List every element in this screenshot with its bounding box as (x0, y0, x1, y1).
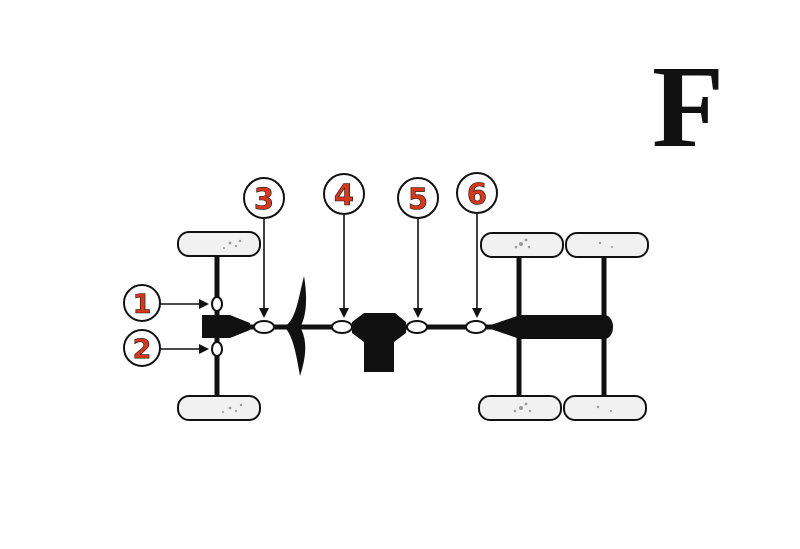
callout-3-circle (243, 177, 285, 219)
front-right-tire (177, 395, 261, 421)
callout-2-label: 2 (133, 334, 152, 365)
callout-5-label: 5 (408, 182, 428, 216)
callout-2: 2 (123, 329, 209, 367)
rear-drive-housing (485, 315, 613, 339)
callout-1-circle (123, 284, 161, 322)
callout-6-circle (456, 172, 498, 214)
callout-3-label: 3 (254, 182, 274, 216)
callout-6-label: 6 (467, 177, 487, 211)
u-joint-5 (406, 320, 428, 334)
rear-tire-top-left (480, 232, 564, 258)
callout-4: 4 (323, 173, 365, 318)
callout-5: 5 (397, 177, 439, 318)
cv-joint-front-upper (211, 296, 223, 312)
callout-5-circle (397, 177, 439, 219)
u-joint-4 (331, 320, 353, 334)
rear-tire-top-right (565, 232, 649, 258)
transfer-case (352, 313, 406, 372)
callout-6: 6 (456, 172, 498, 318)
callout-2-circle (123, 329, 161, 367)
front-differential (202, 315, 250, 338)
callout-3: 3 (243, 177, 285, 318)
u-joint-3 (253, 320, 275, 334)
u-joint-6 (465, 320, 487, 334)
panel-letter: F (652, 41, 724, 172)
rear-tire-bottom-left (478, 395, 562, 421)
callout-1: 1 (123, 284, 209, 322)
cv-joint-front-lower (211, 341, 223, 357)
rear-tire-bottom-right (563, 395, 647, 421)
callout-1-label: 1 (133, 289, 152, 320)
callout-4-circle (323, 173, 365, 215)
front-left-tire (177, 231, 261, 257)
callout-4-label: 4 (334, 178, 354, 212)
propeller (284, 276, 307, 376)
